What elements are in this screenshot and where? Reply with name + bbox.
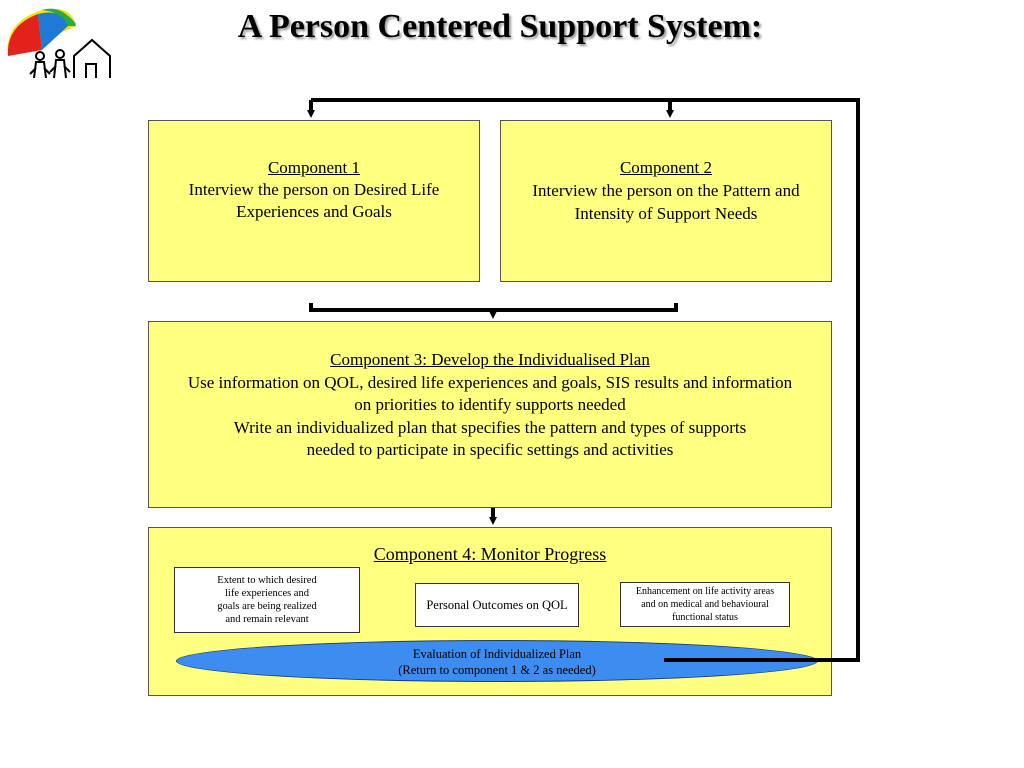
component-2-text-line: Intensity of Support Needs xyxy=(574,204,758,223)
evaluation-subtitle: (Return to component 1 & 2 as needed) xyxy=(398,663,596,677)
component-2-text-line: Interview the person on the Pattern and xyxy=(532,181,800,200)
component-3-text-line: Write an individualized plan that specif… xyxy=(233,417,747,437)
component-1-text-line: Interview the person on Desired Life xyxy=(188,180,440,199)
component-1-heading: Component 1 xyxy=(267,158,361,177)
component-1-box: Component 1 Interview the person on Desi… xyxy=(148,120,480,282)
desired-experiences-line: Extent to which desired xyxy=(217,575,317,586)
desired-experiences-line: goals are being realized xyxy=(217,601,317,612)
desired-experiences-box: Extent to which desired life experiences… xyxy=(174,567,360,633)
personal-outcomes-box: Personal Outcomes on QOL xyxy=(415,583,579,627)
component-1-text-line: Experiences and Goals xyxy=(236,202,392,221)
desired-experiences-line: and remain relevant xyxy=(225,614,309,625)
life-activity-enhancement-box: Enhancement on life activity areas and o… xyxy=(620,582,790,627)
component-3-text-line: Use information on QOL, desired life exp… xyxy=(187,372,793,392)
merge-bracket xyxy=(309,303,678,312)
evaluation-ellipse: Evaluation of Individualized Plan (Retur… xyxy=(176,640,818,682)
life-activity-enhancement-line: functional status xyxy=(672,612,738,623)
component-3-text-line: needed to participate in specific settin… xyxy=(306,440,674,459)
life-activity-enhancement-line: Enhancement on life activity areas xyxy=(635,586,775,597)
component-2-box: Component 2 Interview the person on the … xyxy=(500,120,832,282)
component-4-heading: Component 4: Monitor Progress xyxy=(373,544,607,564)
component-3-box: Component 3: Develop the Individualised … xyxy=(148,321,832,508)
component-2-heading: Component 2 xyxy=(619,158,713,177)
component-3-text-line: on priorities to identify supports neede… xyxy=(354,395,626,414)
personal-outcomes-label: Personal Outcomes on QOL xyxy=(426,597,568,612)
umbrella-family-house-logo-icon xyxy=(7,8,111,79)
desired-experiences-line: life experiences and xyxy=(225,588,309,599)
evaluation-title: Evaluation of Individualized Plan xyxy=(412,647,582,661)
page-title: A Person Centered Support System: xyxy=(237,8,763,45)
component-3-heading: Component 3: Develop the Individualised … xyxy=(330,350,650,369)
life-activity-enhancement-line: and on medical and behavioural xyxy=(641,599,769,610)
